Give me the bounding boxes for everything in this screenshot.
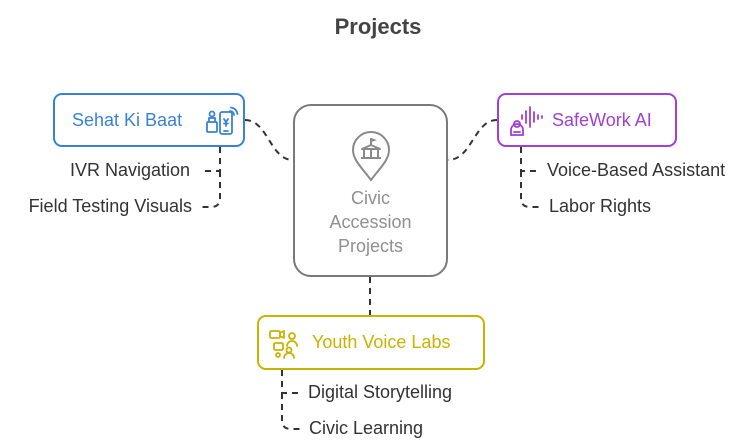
safework-item-labor-rights: Labor Rights: [549, 196, 652, 216]
branch-safework-1: [520, 147, 540, 172]
branch-safework-2: [520, 171, 540, 208]
node-sehat-ki-baat: Sehat Ki Baat: [53, 93, 245, 147]
branch-sehat-2: [202, 171, 221, 208]
node-safework-ai: SafeWork AI: [497, 93, 677, 147]
center-line-3: Projects: [337, 236, 404, 256]
mobile-ivr-icon: [206, 106, 239, 135]
sehat-item-field-testing-visuals: Field Testing Visuals: [28, 196, 192, 216]
branch-youth-1: [281, 370, 300, 394]
center-line-1: Civic: [351, 188, 390, 208]
center-node: Civic Accession Projects: [293, 104, 448, 277]
diagram-title: Projects: [334, 14, 422, 39]
youth-group-icon: [269, 330, 298, 359]
youth-item-digital-storytelling: Digital Storytelling: [308, 382, 453, 402]
branch-youth-2: [281, 393, 300, 430]
connector-sehat: [244, 119, 294, 161]
node-sehat-label: Sehat Ki Baat: [72, 109, 183, 130]
node-youth-voice-labs: Youth Voice Labs: [257, 315, 485, 370]
node-youth-label: Youth Voice Labs: [312, 332, 451, 352]
branch-sehat-1: [202, 147, 221, 172]
sehat-item-ivr-navigation: IVR Navigation: [69, 160, 190, 180]
voice-assistant-icon: [510, 106, 543, 136]
center-node-label: Civic Accession Projects: [295, 186, 446, 258]
youth-item-civic-learning: Civic Learning: [309, 418, 424, 438]
connector-safework: [447, 119, 498, 161]
safework-item-voice-based-assistant: Voice-Based Assistant: [547, 160, 726, 180]
civic-building-pin-icon: [351, 131, 391, 182]
node-safework-label: SafeWork AI: [552, 109, 652, 130]
center-line-2: Accession: [329, 212, 412, 232]
